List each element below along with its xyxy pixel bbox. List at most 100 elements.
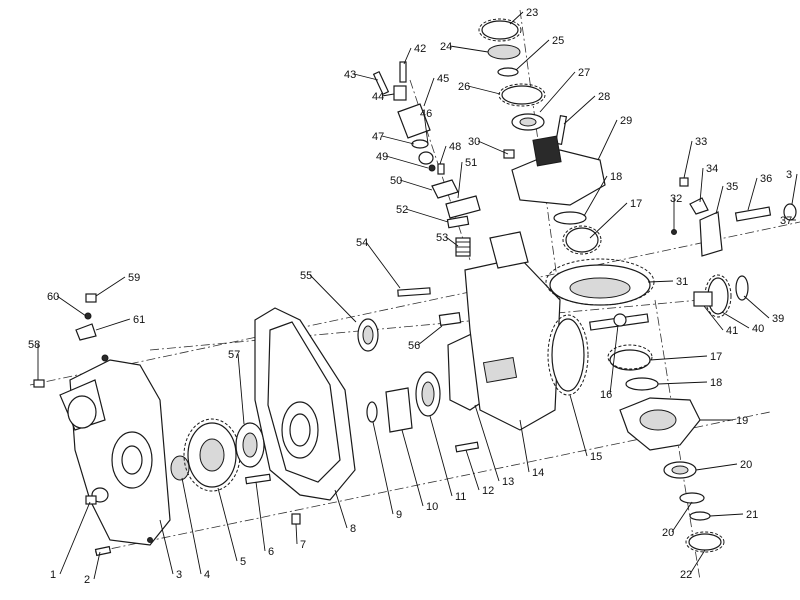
switch-44: [393, 85, 407, 101]
rear-housing-14: [464, 231, 561, 431]
o-ring-46: [411, 139, 429, 149]
leader-line: [457, 161, 463, 199]
leader-line: [609, 324, 619, 395]
assembly-axes: [29, 9, 800, 581]
callout-number: 21: [746, 509, 758, 521]
callout-number: 17: [710, 351, 722, 363]
leader-line: [381, 93, 395, 97]
callout-number: 47: [372, 131, 384, 143]
callout-number: 3: [786, 169, 792, 181]
leader-line: [95, 276, 126, 297]
fork-50: [431, 179, 459, 199]
gear-27: [498, 83, 546, 107]
callout-number: 20: [662, 527, 674, 539]
callout-number: 51: [465, 157, 477, 169]
side-gear-17-upper: [562, 225, 602, 255]
main-axis-line: [29, 221, 800, 386]
pin-32: [671, 229, 677, 235]
callout-number: 55: [300, 270, 312, 282]
callout-number: 34: [706, 163, 718, 175]
leader-line: [295, 523, 298, 545]
callout-number: 58: [28, 339, 40, 351]
thrust-washer-18-upper: [553, 211, 587, 225]
callout-number: 19: [736, 415, 748, 427]
callout-number: 26: [458, 81, 470, 93]
callout-number: 13: [502, 476, 514, 488]
leader-line: [372, 421, 394, 515]
leader-line: [93, 551, 101, 580]
bracket-34: [689, 197, 709, 215]
bolt-2: [94, 545, 112, 557]
bolt-12: [454, 441, 480, 453]
callout-number: 59: [128, 272, 140, 284]
callout-number: 52: [396, 204, 408, 216]
leader-line: [59, 501, 91, 575]
leader-line: [399, 179, 433, 191]
callout-number: 7: [300, 539, 306, 551]
callout-number: 33: [695, 136, 707, 148]
callout-number: 2: [84, 574, 90, 586]
callout-number: 5: [240, 556, 246, 568]
bolt-28: [503, 149, 515, 159]
bearing-20-upper: [511, 113, 545, 131]
callout-number: 40: [752, 323, 764, 335]
leader-line: [791, 173, 798, 205]
leader-line: [563, 95, 596, 125]
leader-line: [699, 167, 704, 203]
leader-line: [515, 39, 550, 71]
thrust-washer-18-lower: [625, 377, 659, 391]
leader-line: [417, 325, 443, 346]
ring-gear-15: [547, 314, 589, 396]
bolt-43: [372, 70, 390, 96]
callout-number: 57: [228, 349, 240, 361]
leader-line: [743, 295, 770, 319]
shift-axis-line: [409, 79, 471, 261]
shift-rod-51: [445, 195, 481, 219]
leader-line: [217, 487, 238, 562]
leader-line: [467, 85, 501, 95]
leader-line: [647, 280, 674, 283]
front-cover-housing: [59, 354, 171, 546]
leader-line: [509, 11, 524, 25]
main-housing: [254, 307, 356, 501]
callout-number: 8: [350, 523, 356, 535]
bolt-42: [399, 61, 407, 83]
nut-23: [685, 531, 725, 553]
cover-bolts: [33, 379, 112, 557]
pin-6: [245, 473, 271, 485]
bolt-29: [554, 114, 568, 146]
callout-number: 16: [600, 389, 612, 401]
callout-number: 39: [772, 313, 784, 325]
leader-line: [181, 477, 202, 575]
leader-line: [56, 295, 87, 317]
seal-47: [418, 151, 434, 165]
washer-25: [487, 44, 521, 60]
callout-number: 18: [610, 171, 622, 183]
breather-assembly: [75, 293, 97, 341]
callout-number: 54: [356, 237, 368, 249]
callout-number: 29: [620, 115, 632, 127]
leader-line: [385, 155, 429, 169]
leader-line: [159, 519, 174, 575]
callout-number: 31: [676, 276, 688, 288]
callout-number: 43: [344, 69, 356, 81]
upper-housing-30: [511, 135, 606, 206]
bolt-1: [85, 495, 97, 505]
plug-58: [33, 379, 45, 388]
leader-line: [237, 353, 245, 425]
callout-number: 61: [133, 314, 145, 326]
seal-55: [357, 318, 379, 352]
plug-7: [291, 513, 301, 525]
leader-line: [689, 549, 706, 575]
bracket-61: [75, 323, 97, 341]
leader-line: [597, 119, 618, 161]
leader-line: [477, 140, 509, 155]
callout-number: 50: [390, 175, 402, 187]
leader-line: [423, 112, 429, 145]
leader-line: [403, 47, 412, 65]
callout-number: 18: [710, 377, 722, 389]
callout-number: 36: [760, 173, 772, 185]
leader-line: [709, 513, 744, 517]
callout-number: 20: [740, 459, 752, 471]
